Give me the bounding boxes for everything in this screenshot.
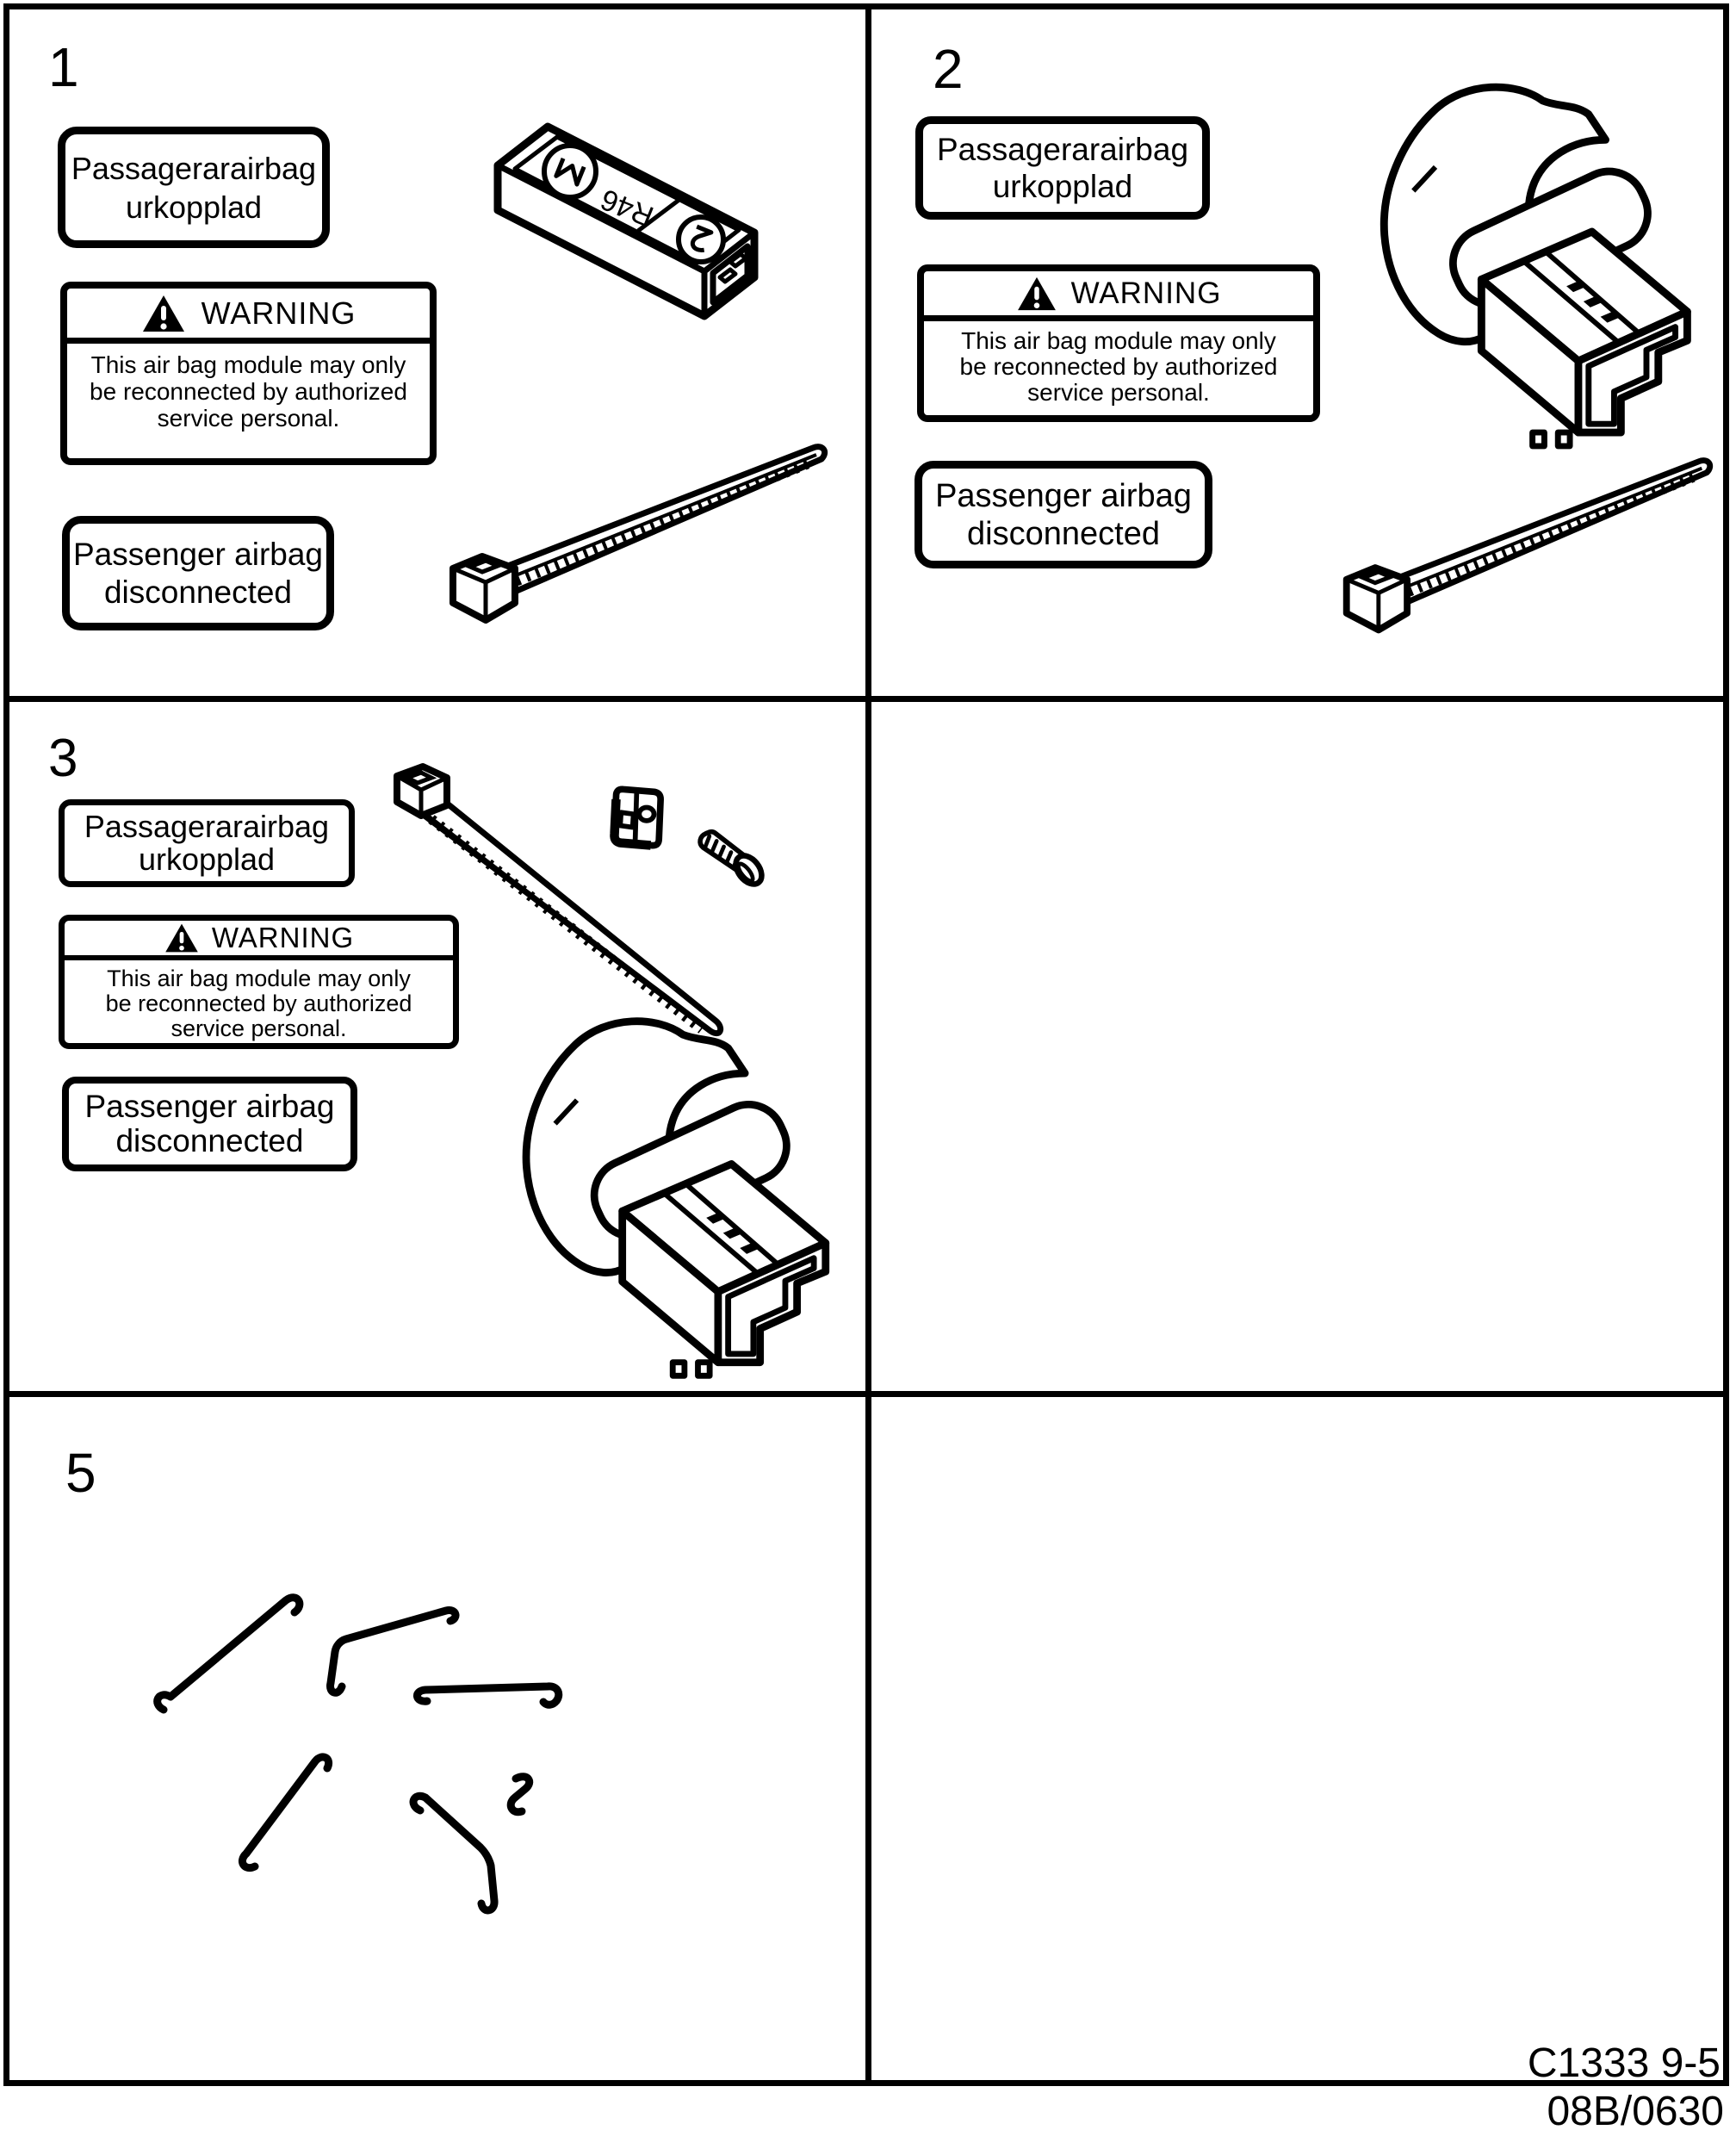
warning-title: WARNING: [211, 922, 355, 953]
swedish-airbag-label: Passagerarairbag urkopplad: [58, 127, 330, 248]
warning-triangle-icon: [142, 295, 184, 332]
connector-icon: [1366, 79, 1714, 451]
label-line: Passenger airbag: [84, 1089, 335, 1124]
warning-triangle-icon: [165, 923, 198, 953]
warning-header: WARNING: [67, 289, 430, 344]
label-line: Passagerarairbag: [71, 150, 317, 186]
label-line: urkopplad: [992, 169, 1133, 204]
warning-body-line: This air bag module may only: [961, 327, 1276, 354]
warning-header: WARNING: [65, 921, 453, 960]
grid-divider-horizontal-2: [3, 1391, 1729, 1397]
english-airbag-label: Passenger airbag disconnected: [62, 516, 334, 630]
warning-title: WARNING: [201, 295, 356, 331]
cable-tie-icon: [441, 438, 828, 644]
cable-tie-icon: [1335, 451, 1714, 654]
warning-title: WARNING: [1070, 276, 1222, 310]
connector-icon: [508, 1013, 852, 1382]
warning-triangle-icon: [1017, 276, 1056, 310]
warning-label: WARNING This air bag module may only be …: [917, 264, 1320, 422]
english-airbag-label: Passenger airbag disconnected: [62, 1077, 357, 1171]
relay-icon: R46: [493, 122, 759, 320]
warning-body-line: be reconnected by authorized: [105, 990, 412, 1016]
panel-number: 3: [48, 729, 78, 788]
warning-body-line: This air bag module may only: [90, 351, 406, 378]
english-airbag-label: Passenger airbag disconnected: [914, 461, 1212, 568]
warning-body-line: service personal.: [157, 405, 340, 432]
label-line: disconnected: [115, 1123, 304, 1158]
label-line: urkopplad: [125, 189, 263, 225]
screw-icon: [698, 829, 765, 887]
swedish-airbag-label: Passagerarairbag urkopplad: [59, 799, 355, 887]
label-line: Passenger airbag: [935, 477, 1192, 514]
document-number: 08B/0630: [1547, 2089, 1724, 2130]
wire-hooks-icon: [153, 1593, 563, 1915]
warning-label: WARNING This air bag module may only be …: [59, 915, 459, 1049]
swedish-airbag-label: Passagerarairbag urkopplad: [915, 116, 1210, 220]
warning-body-line: service personal.: [1027, 379, 1210, 406]
label-line: Passenger airbag: [72, 536, 324, 572]
label-line: Passagerarairbag: [84, 809, 330, 844]
warning-body-line: This air bag module may only: [107, 966, 411, 991]
warning-body-line: be reconnected by authorized: [959, 353, 1278, 380]
warning-label: WARNING This air bag module may only be …: [60, 282, 437, 465]
grid-divider-horizontal-1: [3, 696, 1729, 702]
label-line: disconnected: [967, 515, 1160, 552]
warning-body: This air bag module may only be reconnec…: [924, 321, 1313, 406]
logo-mark-icon: [554, 157, 586, 187]
warning-body: This air bag module may only be reconnec…: [65, 960, 453, 1041]
panel-number: 5: [65, 1442, 96, 1504]
label-line: urkopplad: [138, 841, 276, 877]
panel-number: 2: [933, 38, 964, 100]
warning-header: WARNING: [924, 271, 1313, 321]
grid-divider-vertical: [865, 3, 871, 2086]
label-line: Passagerarairbag: [936, 132, 1189, 167]
panel-number: 1: [48, 36, 79, 98]
symbol-mark-icon: [690, 224, 714, 252]
label-line: disconnected: [103, 574, 293, 610]
figure-number: C1333 9-5: [1527, 2040, 1720, 2086]
warning-body: This air bag module may only be reconnec…: [67, 344, 430, 432]
warning-body-line: service personal.: [170, 1015, 347, 1041]
cable-tie-steep-icon: [394, 763, 724, 1037]
mounting-clip-icon: [610, 786, 664, 850]
warning-body-line: be reconnected by authorized: [90, 378, 407, 405]
